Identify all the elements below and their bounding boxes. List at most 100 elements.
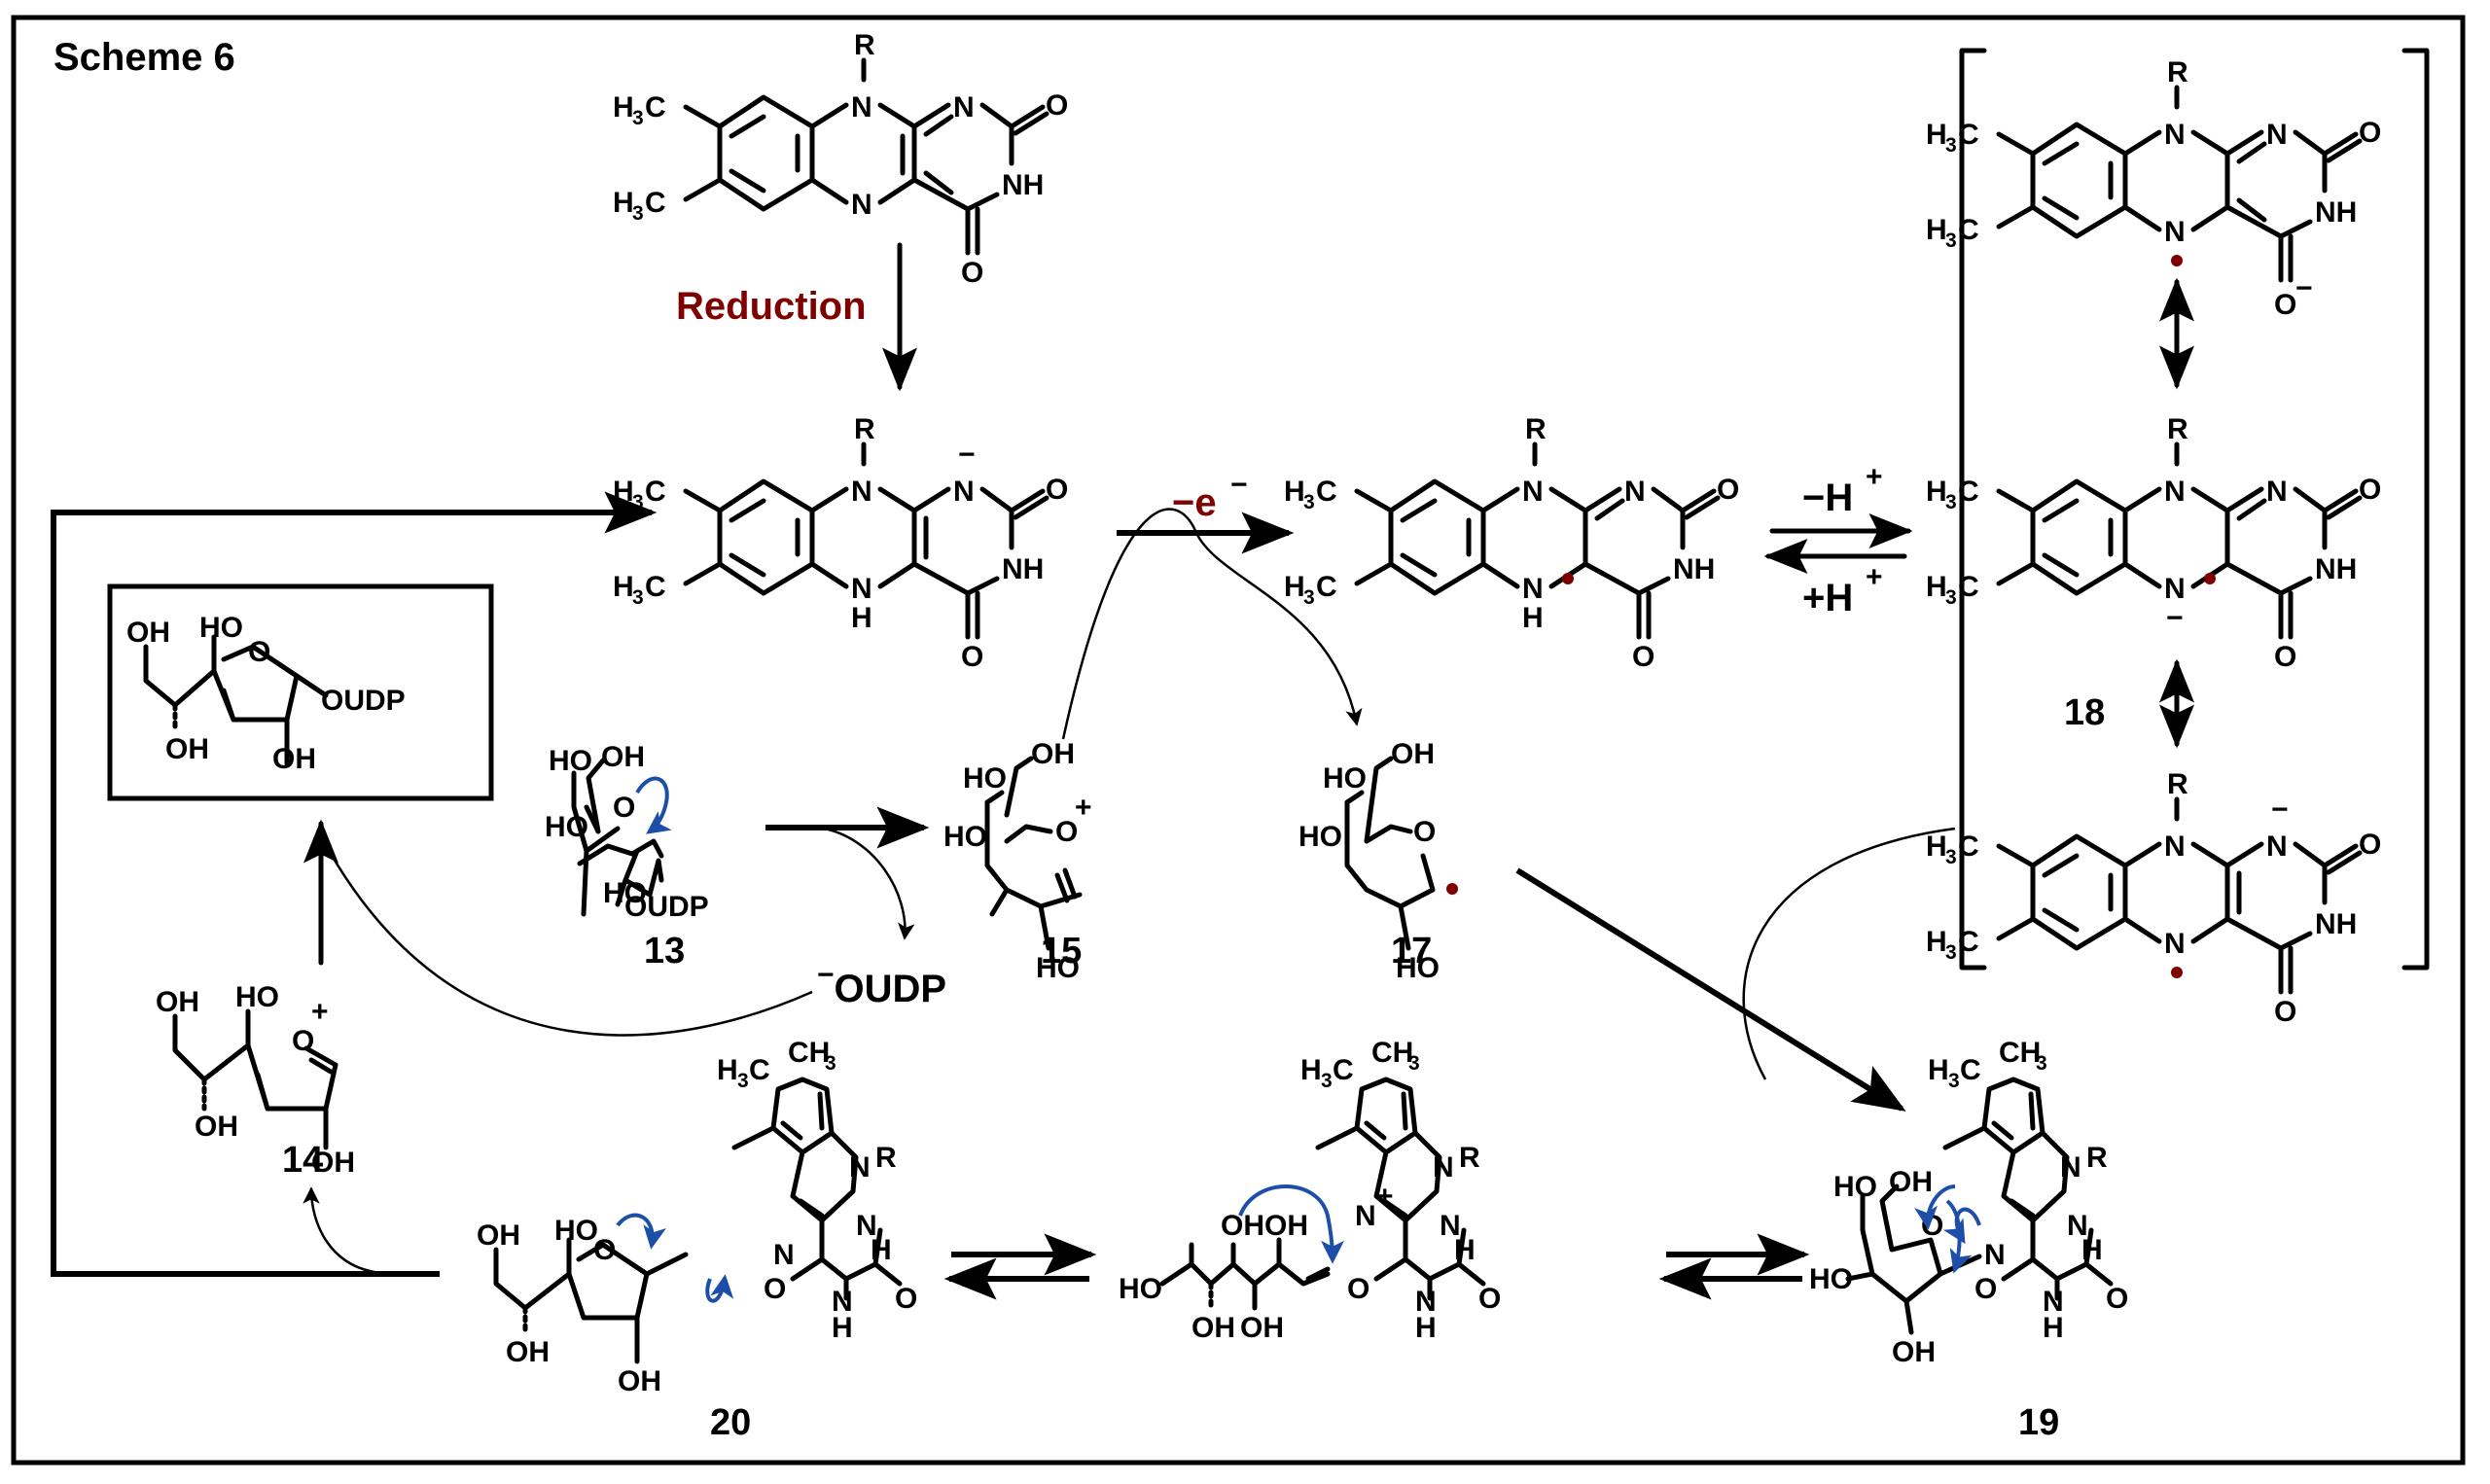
- svg-text:N: N: [2164, 928, 2186, 960]
- svg-text:3: 3: [1303, 586, 1315, 609]
- svg-text:HO: HO: [199, 612, 243, 644]
- svg-text:3: 3: [1945, 230, 1957, 252]
- electron-transfer-arrow: [1061, 508, 1363, 740]
- svg-text:O: O: [1478, 1283, 1501, 1315]
- svg-text:HO: HO: [1809, 1263, 1853, 1295]
- svg-text:OH: OH: [126, 617, 170, 649]
- svg-text:O: O: [961, 257, 983, 289]
- svg-text:C: C: [1958, 119, 1979, 151]
- svg-text:N: N: [1522, 476, 1544, 508]
- svg-text:HO: HO: [603, 877, 647, 909]
- svg-text:OUDP: OUDP: [624, 891, 709, 923]
- svg-text:R: R: [2167, 56, 2188, 88]
- svg-text:H: H: [1454, 1234, 1476, 1266]
- svg-text:N: N: [1433, 1151, 1454, 1184]
- scheme-title: Scheme 6: [53, 36, 235, 79]
- scheme-frame: [11, 15, 2466, 1466]
- svg-text:OH: OH: [272, 743, 316, 775]
- compound-label-16: 14: [282, 1140, 323, 1181]
- svg-text:3: 3: [1303, 491, 1315, 513]
- svg-text:3: 3: [632, 107, 644, 129]
- svg-text:H: H: [1926, 119, 1947, 151]
- svg-text:N: N: [849, 1151, 871, 1184]
- electron-push-arrow: [1238, 1184, 1344, 1264]
- electron-push-arrow: [1942, 1207, 1981, 1245]
- pyranose-moiety-19: HO OH HO O OH: [1809, 1166, 1982, 1368]
- svg-text:OH: OH: [1892, 1336, 1936, 1368]
- svg-text:N: N: [1984, 1239, 2006, 1271]
- svg-text:3: 3: [1408, 1052, 1420, 1075]
- svg-text:C: C: [1316, 476, 1337, 508]
- svg-text:−: −: [958, 439, 976, 471]
- svg-text:R: R: [1459, 1142, 1480, 1174]
- svg-text:C: C: [1960, 1054, 1981, 1086]
- svg-text:R: R: [854, 29, 875, 61]
- svg-text:H: H: [1415, 1312, 1437, 1344]
- resonance-bracket: [1959, 48, 2430, 971]
- compound-label-17: 17: [1391, 931, 1432, 972]
- svg-text:NH: NH: [2315, 553, 2357, 585]
- svg-text:OH: OH: [195, 1111, 238, 1143]
- svg-text:H: H: [851, 602, 872, 634]
- electron-push-arrow: [1914, 1184, 1956, 1230]
- svg-text:H: H: [717, 1054, 738, 1086]
- svg-text:+: +: [311, 996, 329, 1028]
- svg-text:C: C: [645, 476, 666, 508]
- svg-text:NH: NH: [1002, 553, 1044, 585]
- svg-text:−: −: [2271, 794, 2289, 826]
- svg-text:N: N: [851, 476, 872, 508]
- radical-dot: [2204, 573, 2216, 584]
- svg-text:C: C: [645, 187, 666, 219]
- svg-text:H: H: [1926, 571, 1947, 603]
- svg-text:+: +: [1866, 461, 1883, 493]
- svg-text:OH: OH: [1391, 738, 1435, 770]
- svg-text:N: N: [1415, 1286, 1437, 1318]
- svg-text:C: C: [1333, 1054, 1354, 1086]
- svg-text:OH: OH: [601, 741, 645, 773]
- svg-text:O: O: [961, 641, 983, 673]
- electron-push-arrow: [635, 776, 672, 834]
- svg-text:H: H: [2081, 1234, 2103, 1266]
- svg-text:N: N: [2164, 476, 2186, 508]
- reduction-label: Reduction: [676, 285, 867, 328]
- svg-text:N: N: [2266, 830, 2288, 863]
- svg-text:N: N: [851, 573, 872, 605]
- electron-charge: −: [1230, 469, 1248, 501]
- svg-text:NH: NH: [1673, 553, 1715, 585]
- oxocarbenium-ion: HO OH HO O + HO: [943, 738, 1092, 984]
- svg-text:O: O: [613, 792, 635, 824]
- svg-text:+: +: [1075, 792, 1092, 824]
- leaving-group-arrow: [818, 826, 915, 940]
- svg-text:R: R: [875, 1142, 897, 1174]
- electron-push-arrow: [616, 1213, 666, 1250]
- svg-text:C: C: [1958, 926, 1979, 958]
- furanose-moiety-20: OH HO O OH OH: [477, 1213, 734, 1397]
- svg-text:O: O: [1046, 474, 1068, 506]
- svg-text:N: N: [2067, 1210, 2088, 1242]
- svg-text:N: N: [851, 91, 872, 124]
- svg-text:H: H: [832, 1312, 853, 1344]
- radical-dot: [2171, 255, 2183, 266]
- svg-text:HO: HO: [235, 981, 279, 1013]
- svg-text:N: N: [856, 1210, 877, 1242]
- open-chain-sugar: HO OH OH OH OH: [1119, 1184, 1344, 1344]
- svg-text:3: 3: [632, 586, 644, 609]
- leaving-group: −OUDP: [817, 959, 946, 1010]
- svg-text:C: C: [1958, 830, 1979, 863]
- svg-text:H: H: [2043, 1312, 2064, 1344]
- svg-text:OH: OH: [1192, 1312, 1235, 1344]
- release-arrow: [302, 1186, 375, 1274]
- svg-text:N: N: [1440, 1210, 1461, 1242]
- radical-dot: [1446, 883, 1458, 895]
- svg-text:C: C: [1316, 571, 1337, 603]
- svg-text:H: H: [1926, 476, 1947, 508]
- svg-text:H: H: [1300, 1054, 1322, 1086]
- svg-text:O: O: [1632, 641, 1654, 673]
- svg-text:H: H: [613, 187, 634, 219]
